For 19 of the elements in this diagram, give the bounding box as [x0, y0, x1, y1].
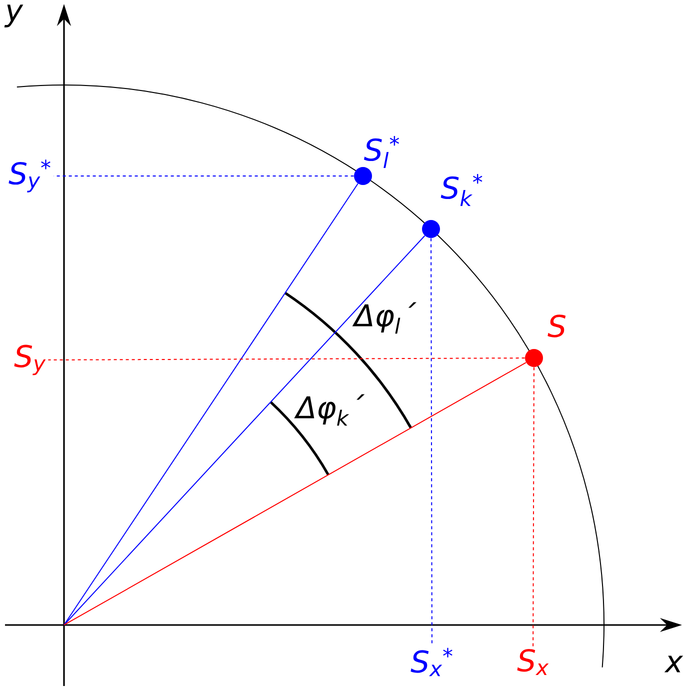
- point-label: S$_{l}$*: [364, 136, 400, 168]
- point-label: S$_{k}$*: [440, 174, 482, 206]
- axis-value-label: S$_{x}$: [517, 649, 549, 675]
- point-label: S: [548, 314, 566, 338]
- axis-label: x: [664, 656, 684, 672]
- point-marker: [354, 167, 372, 185]
- axis-value-label: S$_{y}$: [14, 344, 46, 376]
- connector-line: [532, 366, 534, 648]
- angle-label: Δφ$_{l}$´: [352, 302, 416, 334]
- connector-line: [64, 183, 358, 626]
- axis-value-label: S$_{y}$*: [8, 160, 50, 192]
- connector-line: [48, 358, 526, 360]
- axis-label: y: [4, 4, 24, 28]
- point-marker: [422, 220, 440, 238]
- connector-line: [64, 235, 426, 626]
- angle-label: Δφ$_{k}$´: [294, 394, 365, 426]
- axis-value-label: S$_{x}$*: [410, 648, 452, 676]
- connector-line: [64, 362, 526, 626]
- point-marker: [525, 349, 543, 367]
